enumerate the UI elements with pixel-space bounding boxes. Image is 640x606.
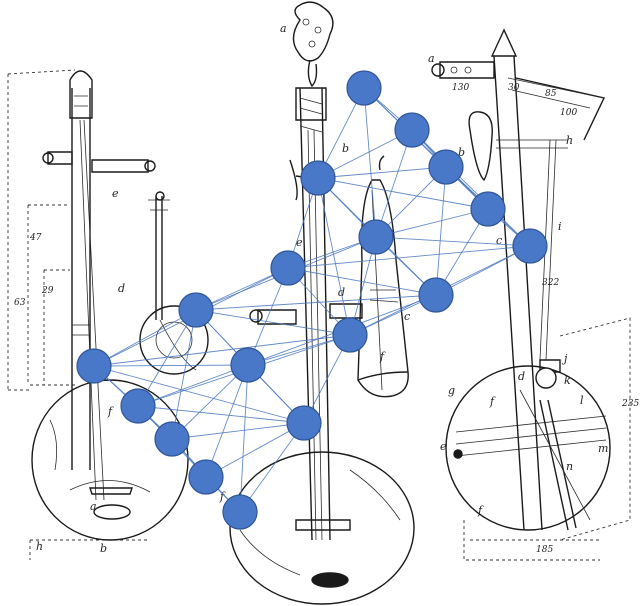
network-edge: [171, 309, 197, 440]
network-edge: [239, 364, 249, 513]
annotation-label-middle: b: [342, 142, 349, 155]
network-node: [286, 405, 322, 441]
left-instrument: [7, 69, 189, 560]
annotation-label-left: 29: [41, 286, 54, 296]
annotation-label-right: 100: [560, 108, 577, 118]
annotation-label-right: 185: [536, 545, 553, 555]
annotation-label-middle: a: [280, 22, 287, 35]
annotation-label-left: d: [118, 282, 125, 295]
annotation-label-right: n: [566, 460, 573, 473]
annotation-label-middle: c: [404, 310, 410, 323]
middle-instrument: [229, 1, 415, 605]
network-edge: [93, 364, 249, 367]
network-node: [178, 292, 214, 328]
network-edge: [287, 245, 531, 269]
network-edge: [137, 364, 249, 407]
annotation-label-right: b: [458, 146, 465, 159]
annotation-label-right: k: [564, 374, 571, 387]
annotation-label-left: f: [107, 405, 114, 418]
network-node: [346, 70, 382, 106]
network-node: [300, 160, 336, 196]
annotation-label-middle: e: [296, 236, 303, 249]
network-edge: [93, 334, 351, 367]
annotation-label-right: 85: [545, 89, 557, 99]
network-node: [428, 149, 464, 185]
network-node: [222, 494, 258, 530]
network-node: [270, 250, 306, 286]
annotation-label-left: e: [112, 187, 119, 200]
network-nodes: [76, 70, 548, 530]
annotation-label-right: c: [496, 234, 502, 247]
right-instrument: [431, 28, 631, 561]
network-edge: [171, 364, 249, 440]
network-edge: [287, 267, 437, 296]
network-node: [418, 277, 454, 313]
annotation-label-right: 235: [621, 399, 639, 409]
network-node: [230, 347, 266, 383]
network-edge: [93, 309, 197, 367]
network-edge: [239, 422, 305, 513]
annotation-label-right: f: [477, 504, 484, 517]
network-edge: [195, 309, 351, 336]
network-edge: [363, 87, 377, 238]
network-edge: [375, 129, 413, 238]
network-node: [358, 219, 394, 255]
annotation-labels: edfabh634729abedcffa1303085100hbci322jkd…: [14, 22, 639, 555]
network-edge: [137, 309, 197, 407]
network-edge: [247, 334, 351, 366]
network-edge: [205, 364, 249, 478]
network-node: [120, 388, 156, 424]
network-edge: [317, 177, 351, 336]
network-edge: [435, 166, 447, 296]
annotation-label-right: g: [448, 384, 455, 397]
annotation-label-right: 30: [508, 83, 520, 93]
annotation-label-right: 130: [452, 83, 469, 93]
network-node: [188, 459, 224, 495]
annotation-label-right: d: [518, 370, 525, 383]
annotation-label-middle: f: [219, 490, 226, 503]
annotation-label-right: 322: [542, 278, 559, 288]
network-edge: [411, 129, 531, 247]
network-node: [470, 191, 506, 227]
annotation-label-right: l: [580, 394, 584, 407]
annotation-label-right: i: [558, 220, 562, 233]
network-edge: [137, 405, 305, 424]
annotation-label-right: f: [489, 395, 496, 408]
annotation-label-right: e: [440, 440, 447, 453]
network-edge: [195, 294, 437, 311]
network-edge: [205, 422, 305, 478]
annotation-label-right: j: [561, 352, 568, 365]
network-edge: [93, 365, 305, 424]
annotation-label-left: a: [90, 500, 97, 513]
annotation-label-right: h: [566, 134, 573, 147]
network-node: [332, 317, 368, 353]
network-edge: [317, 166, 447, 179]
network-node: [512, 228, 548, 264]
annotation-label-left: b: [100, 542, 107, 555]
annotation-label-right: a: [428, 52, 435, 65]
network-edge: [171, 422, 305, 440]
annotation-label-left: 63: [14, 298, 26, 308]
network-node: [394, 112, 430, 148]
annotation-label-right: m: [598, 442, 608, 455]
small-instrument: [139, 191, 209, 375]
network-edge: [375, 236, 531, 247]
network-node: [154, 421, 190, 457]
annotation-label-middle: f: [379, 350, 386, 363]
network-edge: [317, 177, 489, 210]
network-edge: [375, 208, 489, 238]
annotation-label-left: h: [36, 540, 43, 553]
annotation-label-left: 47: [29, 233, 42, 243]
network-node: [76, 348, 112, 384]
